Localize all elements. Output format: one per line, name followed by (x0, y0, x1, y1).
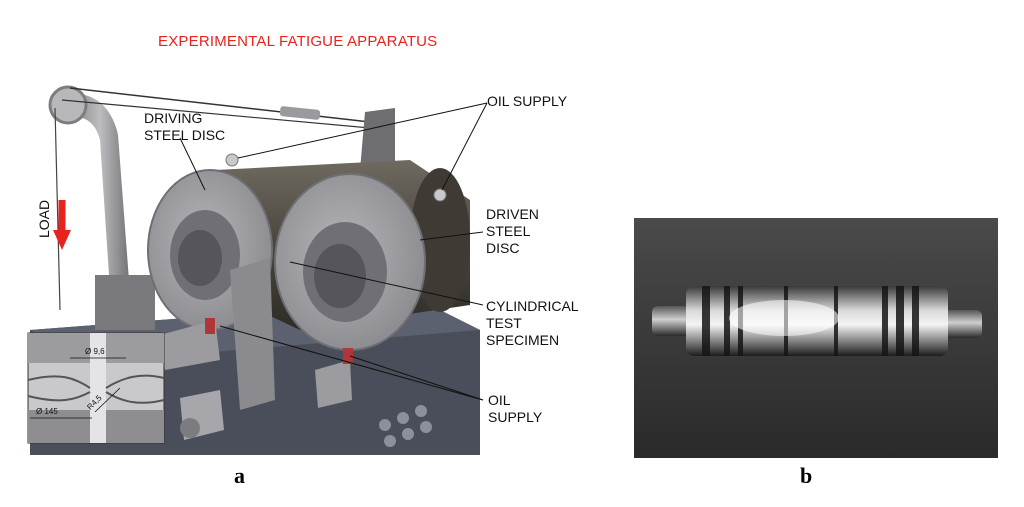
specimen-line-3: SPECIMEN (486, 332, 560, 348)
apparatus-illustration (27, 85, 488, 455)
specimen-inset (27, 332, 165, 444)
driven-disc-line-3: DISC (486, 240, 520, 256)
specimen-label: CYLINDRICAL TEST SPECIMEN (486, 298, 579, 349)
left-shaft (652, 306, 692, 336)
figure-title: EXPERIMENTAL FATIGUE APPARATUS (158, 33, 438, 50)
specimen-photo (634, 218, 998, 458)
specimen-line-2: TEST (486, 315, 522, 331)
pulley-wheel (48, 85, 88, 125)
inset-dim-diameter: Ø 9,6 (85, 347, 105, 356)
driving-disc-line-2: STEEL DISC (144, 127, 226, 143)
driven-disc-label: DRIVEN STEEL DISC (486, 206, 539, 257)
oil-supply-bottom-line-2: SUPPLY (488, 409, 543, 425)
load-cable (54, 107, 61, 311)
load-label: LOAD (36, 199, 52, 238)
panel-a-letter: a (234, 463, 245, 488)
driving-disc-line-1: DRIVING (144, 110, 203, 126)
oil-nozzle-left (225, 153, 239, 167)
pulley-post (68, 94, 132, 321)
driven-disc-line-1: DRIVEN (486, 206, 539, 222)
driving-disc-label: DRIVING STEEL DISC (144, 110, 225, 144)
support-block (230, 258, 275, 410)
panel-b-letter: b (800, 463, 813, 488)
oil-nozzle-right (433, 188, 447, 202)
specimen-line-1: CYLINDRICAL (486, 298, 579, 314)
driven-disc-line-2: STEEL (486, 223, 531, 239)
right-shaft (944, 310, 982, 338)
inset-dim-outer: Ø 145 (36, 407, 58, 416)
oil-supply-bottom-label: OIL SUPPLY (488, 392, 542, 426)
oil-supply-top-label: OIL SUPPLY (487, 93, 568, 109)
oil-supply-bottom-line-1: OIL (488, 392, 511, 408)
